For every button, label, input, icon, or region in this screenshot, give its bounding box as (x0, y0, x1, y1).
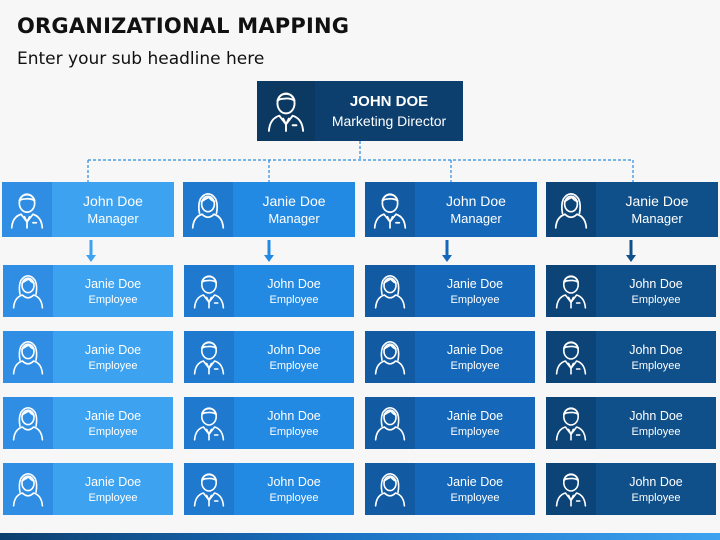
male-person-icon (184, 331, 234, 383)
employee-name: John Doe (267, 474, 321, 489)
female-person-icon (3, 463, 53, 515)
employee-role: Employee (450, 425, 500, 438)
employee-name: Janie Doe (84, 474, 142, 489)
male-person-icon (546, 331, 596, 383)
female-person-icon (365, 463, 415, 515)
employee-role: Employee (631, 491, 681, 504)
manager-role: Manager (268, 211, 320, 226)
manager-role: Manager (631, 211, 683, 226)
employee-name: Janie Doe (446, 474, 504, 489)
employee-role: Employee (450, 359, 500, 372)
female-person-icon (365, 397, 415, 449)
female-person-icon (3, 265, 53, 317)
employee-name: Janie Doe (84, 276, 142, 291)
employee-role: Employee (450, 491, 500, 504)
manager-name: John Doe (83, 193, 143, 209)
arrows (86, 240, 636, 262)
employee-role: Employee (269, 491, 319, 504)
director-role: Marketing Director (331, 113, 447, 129)
employee-name: John Doe (629, 474, 683, 489)
female-person-icon (365, 265, 415, 317)
manager-name: John Doe (446, 193, 506, 209)
manager-card[interactable]: Janie Doe Manager (183, 182, 355, 237)
female-person-icon (546, 182, 596, 237)
employee-name: John Doe (267, 276, 321, 291)
down-arrow-icon (626, 240, 636, 262)
manager-card[interactable]: John Doe Manager (2, 182, 174, 237)
page-subtitle: Enter your sub headline here (17, 49, 265, 69)
employee-role: Employee (631, 293, 681, 306)
male-person-icon (257, 81, 315, 141)
male-person-icon (546, 265, 596, 317)
male-person-icon (184, 463, 234, 515)
director-card[interactable]: JOHN DOE Marketing Director (257, 81, 463, 141)
manager-card[interactable]: John Doe Manager (365, 182, 537, 237)
employee-name: Janie Doe (84, 408, 142, 423)
manager-role: Manager (87, 211, 139, 226)
employee-role: Employee (450, 293, 500, 306)
down-arrow-icon (442, 240, 452, 262)
employee-name: Janie Doe (446, 276, 504, 291)
manager-name: Janie Doe (625, 193, 689, 209)
footer-bar (0, 533, 720, 540)
employee-role: Employee (88, 293, 138, 306)
down-arrow-icon (264, 240, 274, 262)
employee-name: Janie Doe (84, 342, 142, 357)
manager-role: Manager (450, 211, 502, 226)
employee-role: Employee (88, 425, 138, 438)
employee-name: John Doe (267, 342, 321, 357)
female-person-icon (365, 331, 415, 383)
female-person-icon (183, 182, 233, 237)
female-person-icon (3, 397, 53, 449)
employee-name: John Doe (629, 342, 683, 357)
employee-role: Employee (269, 359, 319, 372)
employee-role: Employee (631, 425, 681, 438)
director-name: JOHN DOE (349, 93, 429, 110)
employee-name: John Doe (629, 276, 683, 291)
male-person-icon (546, 463, 596, 515)
employee-role: Employee (88, 359, 138, 372)
page-title: ORGANIZATIONAL MAPPING (17, 14, 350, 38)
male-person-icon (546, 397, 596, 449)
male-person-icon (365, 182, 415, 237)
employee-role: Employee (269, 425, 319, 438)
employee-role: Employee (631, 359, 681, 372)
female-person-icon (3, 331, 53, 383)
male-person-icon (184, 397, 234, 449)
manager-card[interactable]: Janie Doe Manager (546, 182, 718, 237)
male-person-icon (184, 265, 234, 317)
manager-name: Janie Doe (262, 193, 326, 209)
employee-name: Janie Doe (446, 408, 504, 423)
employee-name: Janie Doe (446, 342, 504, 357)
male-person-icon (2, 182, 52, 237)
employee-role: Employee (88, 491, 138, 504)
down-arrow-icon (86, 240, 96, 262)
employee-role: Employee (269, 293, 319, 306)
employee-name: John Doe (629, 408, 683, 423)
employee-name: John Doe (267, 408, 321, 423)
